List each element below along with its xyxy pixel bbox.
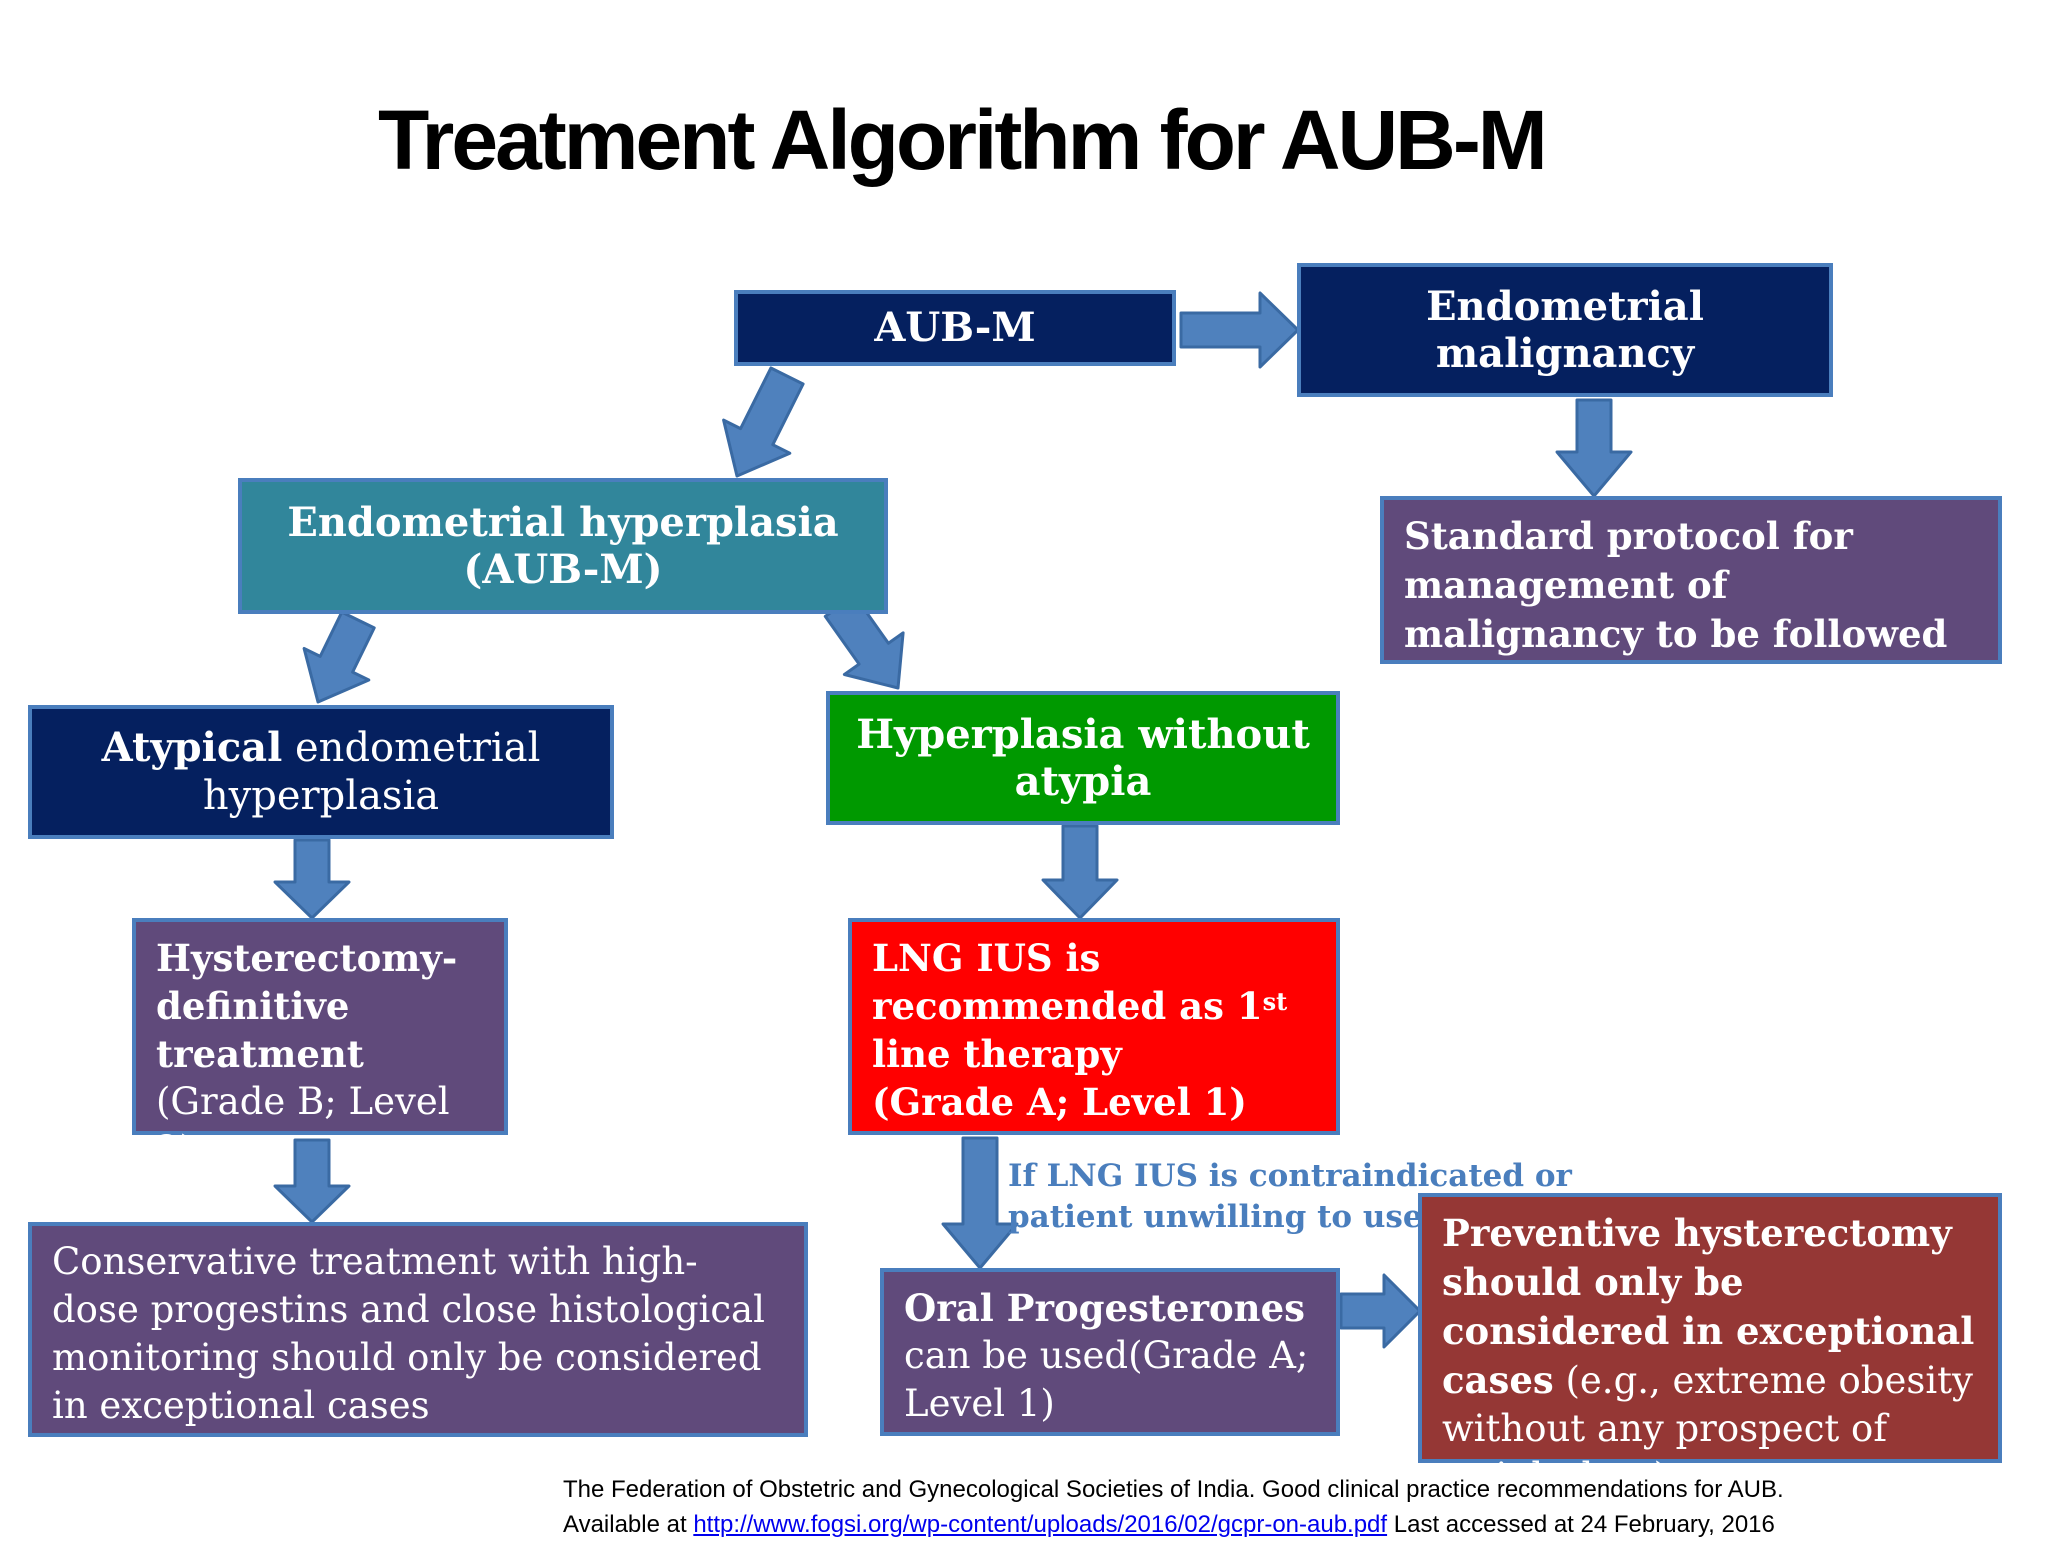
arrow-aubm-to-malignancy bbox=[1179, 291, 1300, 369]
node-atypical-bold: Atypical bbox=[101, 724, 283, 772]
arrow-atypical-to-hysterectomy bbox=[273, 838, 351, 920]
node-lng-line2-text: recommended as 1 bbox=[872, 984, 1263, 1028]
node-lng-line2: recommended as 1st bbox=[872, 982, 1316, 1030]
node-hysterectomy-grade: (Grade B; Level 2) bbox=[156, 1080, 450, 1171]
citation-link[interactable]: http://www.fogsi.org/wp-content/uploads/… bbox=[693, 1511, 1388, 1538]
arrow-malignancy-to-protocol bbox=[1555, 398, 1633, 498]
node-lng-sup: st bbox=[1262, 987, 1288, 1016]
citation-line1: The Federation of Obstetric and Gynecolo… bbox=[563, 1476, 1784, 1503]
node-aub-m-label: AUB-M bbox=[874, 304, 1036, 352]
node-lng-ius: LNG IUS is recommended as 1st line thera… bbox=[848, 918, 1340, 1135]
citation-prefix: Available at bbox=[563, 1511, 694, 1538]
node-endometrial-malignancy: Endometrial malignancy bbox=[1297, 263, 1833, 397]
node-hyperplasia-without-atypia: Hyperplasia without atypia bbox=[826, 691, 1340, 825]
node-lng-grade: (Grade A; Level 1) bbox=[872, 1080, 1247, 1124]
node-preventive-hysterectomy: Preventive hysterectomy should only be c… bbox=[1418, 1193, 2002, 1498]
node-preventive-rest: (e.g., extreme obesity without any prosp… bbox=[1442, 1359, 1973, 1498]
arrow-aubm-to-hyperplasia bbox=[722, 366, 805, 478]
node-hysterectomy: Hysterectomy-definitive treatment (Grade… bbox=[132, 918, 508, 1171]
node-lng-line1: LNG IUS is bbox=[872, 936, 1101, 980]
node-atypical-line1: Atypical endometrial bbox=[102, 724, 541, 772]
node-aub-m: AUB-M bbox=[734, 290, 1176, 366]
node-standard-protocol: Standard protocol for management of mali… bbox=[1380, 496, 2002, 704]
note-line1: If LNG IUS is contraindicated or bbox=[1008, 1158, 1572, 1194]
node-endometrial-malignancy-line1: Endometrial bbox=[1426, 282, 1704, 330]
citation-line2: Available at http://www.fogsi.org/wp-con… bbox=[563, 1507, 1784, 1542]
node-endometrial-hyperplasia: Endometrial hyperplasia (AUB-M) bbox=[238, 478, 888, 614]
node-without-atypia-line1: Hyperplasia without bbox=[856, 710, 1310, 758]
node-hysterectomy-text: Hysterectomy-definitive treatment bbox=[156, 936, 458, 1076]
arrow-oral-to-preventive bbox=[1339, 1273, 1422, 1349]
node-conservative-text: Conservative treatment with high-dose pr… bbox=[52, 1240, 765, 1427]
node-oral-progesterones: Oral Progesterones can be used(Grade A; … bbox=[880, 1268, 1340, 1436]
citation-suffix: Last accessed at 24 February, 2016 bbox=[1387, 1511, 1775, 1538]
node-oral-rest: can be used(Grade A; Level 1) bbox=[904, 1334, 1309, 1425]
node-endometrial-hyperplasia-line1: Endometrial hyperplasia bbox=[287, 498, 839, 546]
arrow-lng-to-oral bbox=[941, 1136, 1019, 1270]
node-conservative-treatment: Conservative treatment with high-dose pr… bbox=[28, 1222, 808, 1437]
node-lng-line3: line therapy bbox=[872, 1032, 1122, 1076]
node-endometrial-hyperplasia-line2: (AUB-M) bbox=[463, 546, 663, 593]
node-preventive-bold: Preventive hysterectomy should only be c… bbox=[1442, 1211, 1975, 1402]
node-standard-protocol-grade: (Grade B; Level 4) bbox=[1404, 661, 1748, 704]
node-atypical-line2: hyperplasia bbox=[202, 772, 440, 819]
node-endometrial-malignancy-line2: malignancy bbox=[1435, 330, 1695, 377]
arrow-hyperplasia-to-atypical bbox=[302, 610, 376, 704]
page-title: Treatment Algorithm for AUB-M bbox=[378, 93, 1548, 187]
node-oral-bold: Oral Progesterones bbox=[904, 1286, 1305, 1330]
node-atypical-rest: endometrial bbox=[282, 725, 541, 772]
arrow-without-atypia-to-lng bbox=[1041, 824, 1119, 920]
node-atypical-hyperplasia: Atypical endometrial hyperplasia bbox=[28, 705, 614, 839]
node-without-atypia-line2: atypia bbox=[1014, 758, 1152, 805]
node-standard-protocol-text: Standard protocol for management of mali… bbox=[1404, 514, 1948, 656]
citation: The Federation of Obstetric and Gynecolo… bbox=[563, 1472, 1784, 1542]
